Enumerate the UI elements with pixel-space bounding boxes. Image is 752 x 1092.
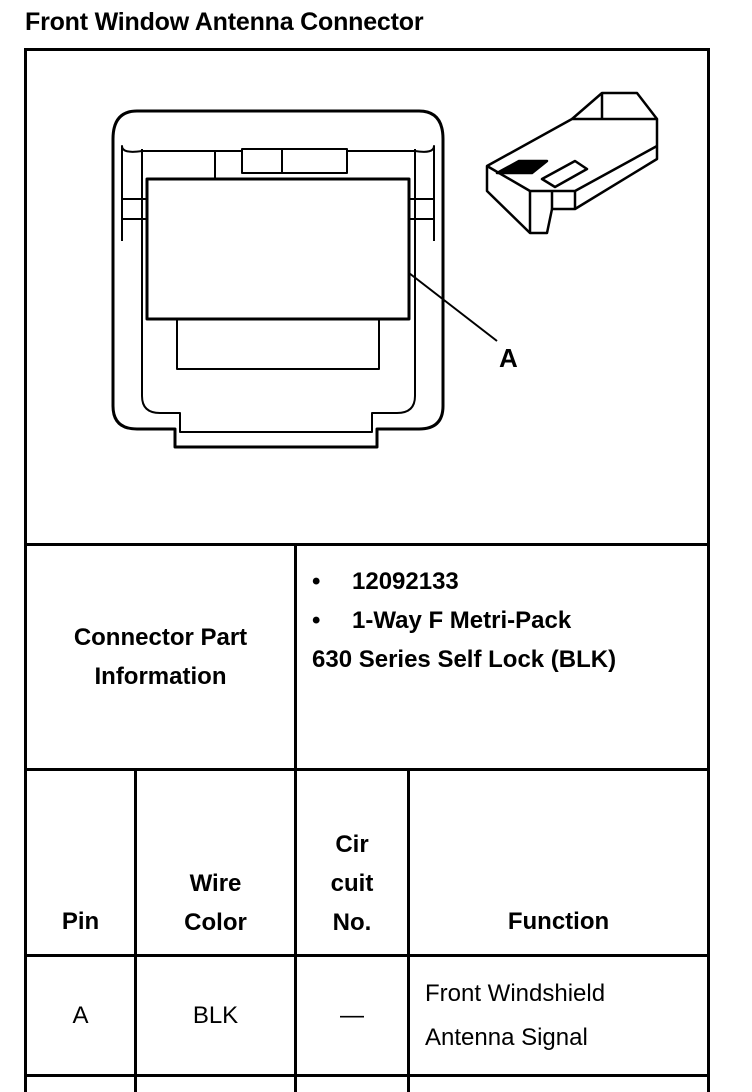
list-item: • 1-Way F Metri-Pack xyxy=(312,601,702,640)
page-title: Front Window Antenna Connector xyxy=(25,8,424,36)
cell-function: Front Windshield Antenna Signal xyxy=(425,972,705,1060)
part-info-values: • 12092133 • 1-Way F Metri-Pack 630 Seri… xyxy=(312,562,702,679)
divider xyxy=(24,768,710,771)
list-item: • 12092133 xyxy=(312,562,702,601)
connector-diagram: A xyxy=(111,91,659,449)
header-pin: Pin xyxy=(61,908,100,935)
header-circuit-no: Cir cuit No. xyxy=(297,825,407,942)
part-info-label: Connector Part Information xyxy=(27,546,294,768)
header-circuit-line3: No. xyxy=(332,909,372,936)
bullet-icon: • xyxy=(312,607,321,634)
divider xyxy=(24,1074,710,1077)
connector-isometric-icon xyxy=(485,91,659,235)
header-wire-color-line1: Wire xyxy=(189,870,242,897)
header-wire-color-line2: Color xyxy=(184,909,247,936)
part-info-label-line1: Connector Part xyxy=(73,624,248,651)
header-circuit-line2: cuit xyxy=(330,870,374,897)
part-description: 1-Way F Metri-Pack xyxy=(352,607,572,634)
cell-circuit-no: — xyxy=(340,1002,364,1029)
header-function: Function xyxy=(507,908,610,935)
divider xyxy=(407,768,410,1092)
divider xyxy=(294,543,297,1092)
cell-function-line1: Front Windshield xyxy=(425,980,606,1007)
bullet-icon: • xyxy=(312,568,321,595)
divider xyxy=(24,954,710,957)
header-circuit-line1: Cir xyxy=(335,831,369,858)
part-info-label-line2: Information xyxy=(94,663,227,690)
divider xyxy=(24,543,710,546)
part-description-continuation: 630 Series Self Lock (BLK) xyxy=(312,646,617,673)
header-wire-color: Wire Color xyxy=(137,864,294,942)
cell-pin: A xyxy=(72,1002,89,1029)
connector-table-frame xyxy=(24,48,710,1092)
cell-function-line2: Antenna Signal xyxy=(425,1024,588,1051)
divider xyxy=(134,768,137,1092)
part-number: 12092133 xyxy=(352,568,459,595)
cell-wire-color: BLK xyxy=(192,1002,239,1029)
connector-face-icon xyxy=(111,109,498,449)
callout-label: A xyxy=(499,343,518,373)
